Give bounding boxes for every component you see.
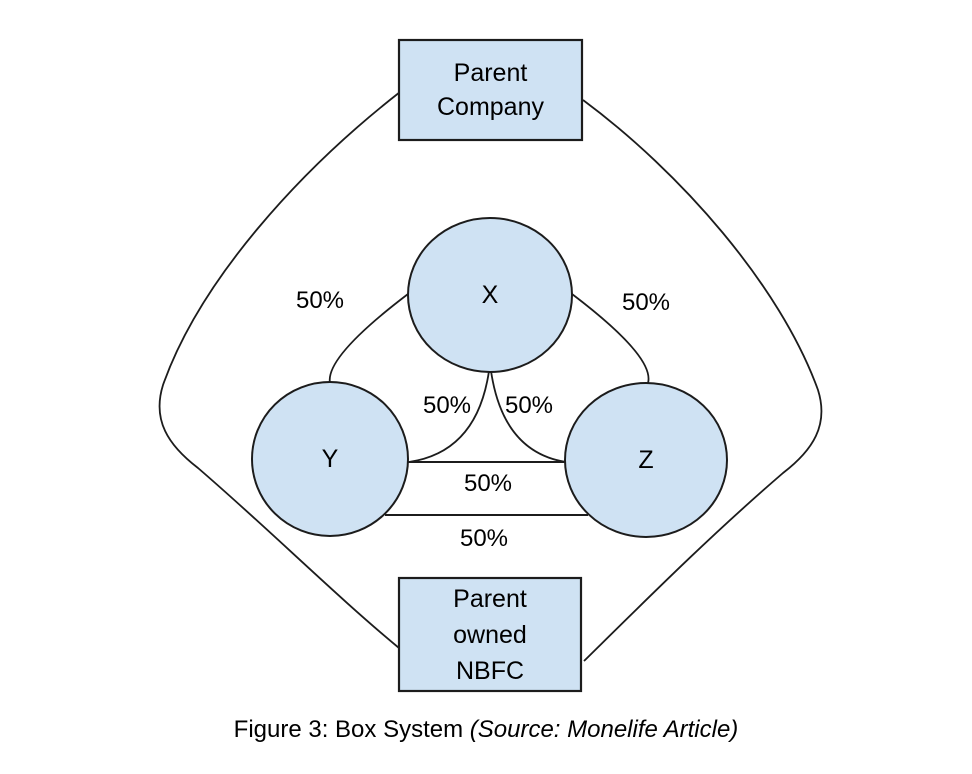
edge-x-to-z-inner — [490, 370, 567, 463]
edge-x-to-y-inner — [408, 370, 490, 463]
edge-parent-company-to-nbfc-right — [582, 99, 823, 662]
node-parent-company-box — [397, 38, 584, 142]
caption-source: (Source: Monelife Article) — [469, 716, 739, 743]
edge-label-x-z-upper: 50% — [621, 289, 671, 316]
edge-label-y-z-lower: 50% — [459, 525, 509, 552]
edge-x-to-y-upper — [328, 293, 409, 384]
node-parent-owned-nbfc-box — [397, 576, 583, 693]
edge-label-x-y-inner: 50% — [422, 392, 472, 419]
edge-label-x-z-inner: 50% — [504, 392, 554, 419]
figure-caption: Figure 3: Box System (Source: Monelife A… — [0, 716, 972, 744]
edge-parent-company-to-nbfc-left — [158, 91, 401, 649]
edge-label-y-z-middle: 50% — [463, 470, 513, 497]
node-x-circle — [407, 217, 573, 373]
caption-text: Figure 3: Box System — [233, 716, 470, 743]
edge-label-x-y-upper: 50% — [295, 287, 345, 314]
node-z-circle — [564, 382, 728, 538]
node-y-circle — [251, 381, 409, 537]
edge-x-to-z-upper — [571, 293, 650, 384]
